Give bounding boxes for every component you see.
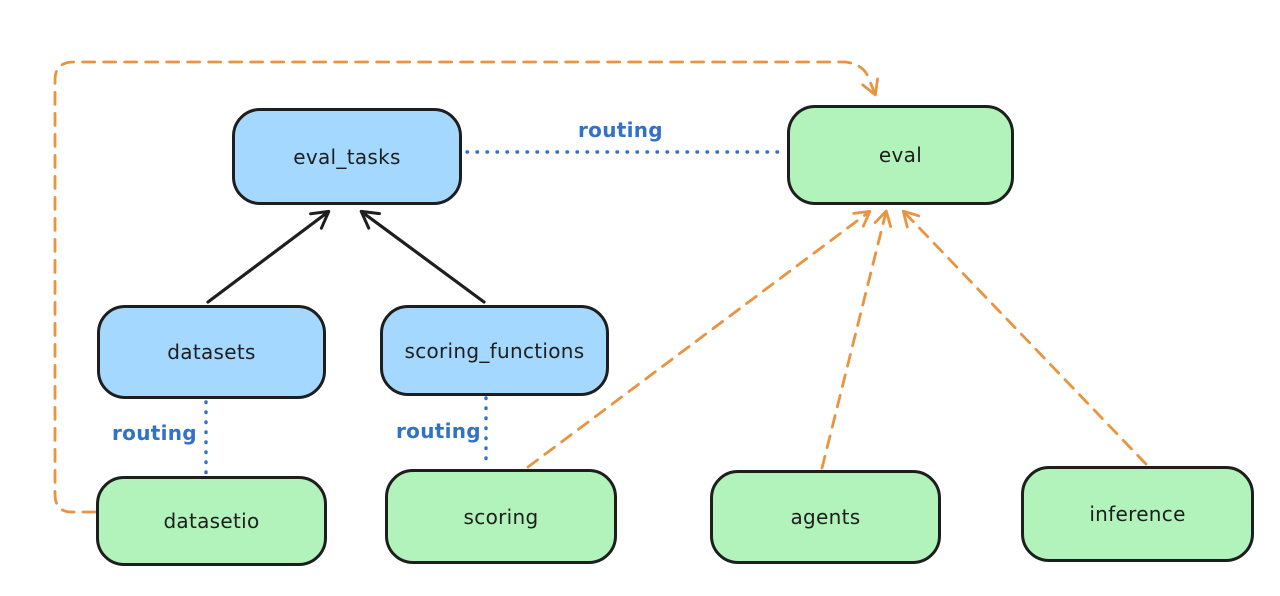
edge-label-routing-scoring: routing [396, 419, 481, 443]
edge-agents-to-eval [820, 209, 893, 470]
node-datasets-label: datasets [167, 340, 256, 364]
node-scoring-functions-label: scoring_functions [404, 338, 585, 363]
edge-inference-to-eval [901, 209, 1148, 466]
node-scoring-functions: scoring_functions [380, 305, 609, 396]
edge-label-routing-top: routing [578, 118, 663, 142]
node-datasetio: datasetio [96, 476, 327, 566]
edge-datasets-to-eval_tasks [206, 209, 331, 304]
node-scoring-label: scoring [463, 504, 539, 529]
node-eval-tasks-label: eval_tasks [293, 144, 401, 169]
edge-label-routing-datasets: routing [112, 421, 197, 445]
node-eval-tasks: eval_tasks [232, 108, 462, 205]
node-inference: inference [1021, 466, 1254, 562]
node-agents-label: agents [790, 505, 861, 529]
edge-scoring-to-eval [526, 210, 872, 469]
node-datasets: datasets [97, 305, 326, 399]
node-inference-label: inference [1089, 502, 1186, 526]
node-agents: agents [710, 470, 941, 564]
node-scoring: scoring [385, 469, 617, 564]
edge-datasetio-to-eval-loop [53, 60, 879, 514]
node-eval-label: eval [878, 143, 923, 167]
edge-scoring_functions-to-eval_tasks [359, 209, 486, 304]
node-datasetio-label: datasetio [163, 509, 260, 533]
node-eval: eval [787, 105, 1014, 205]
